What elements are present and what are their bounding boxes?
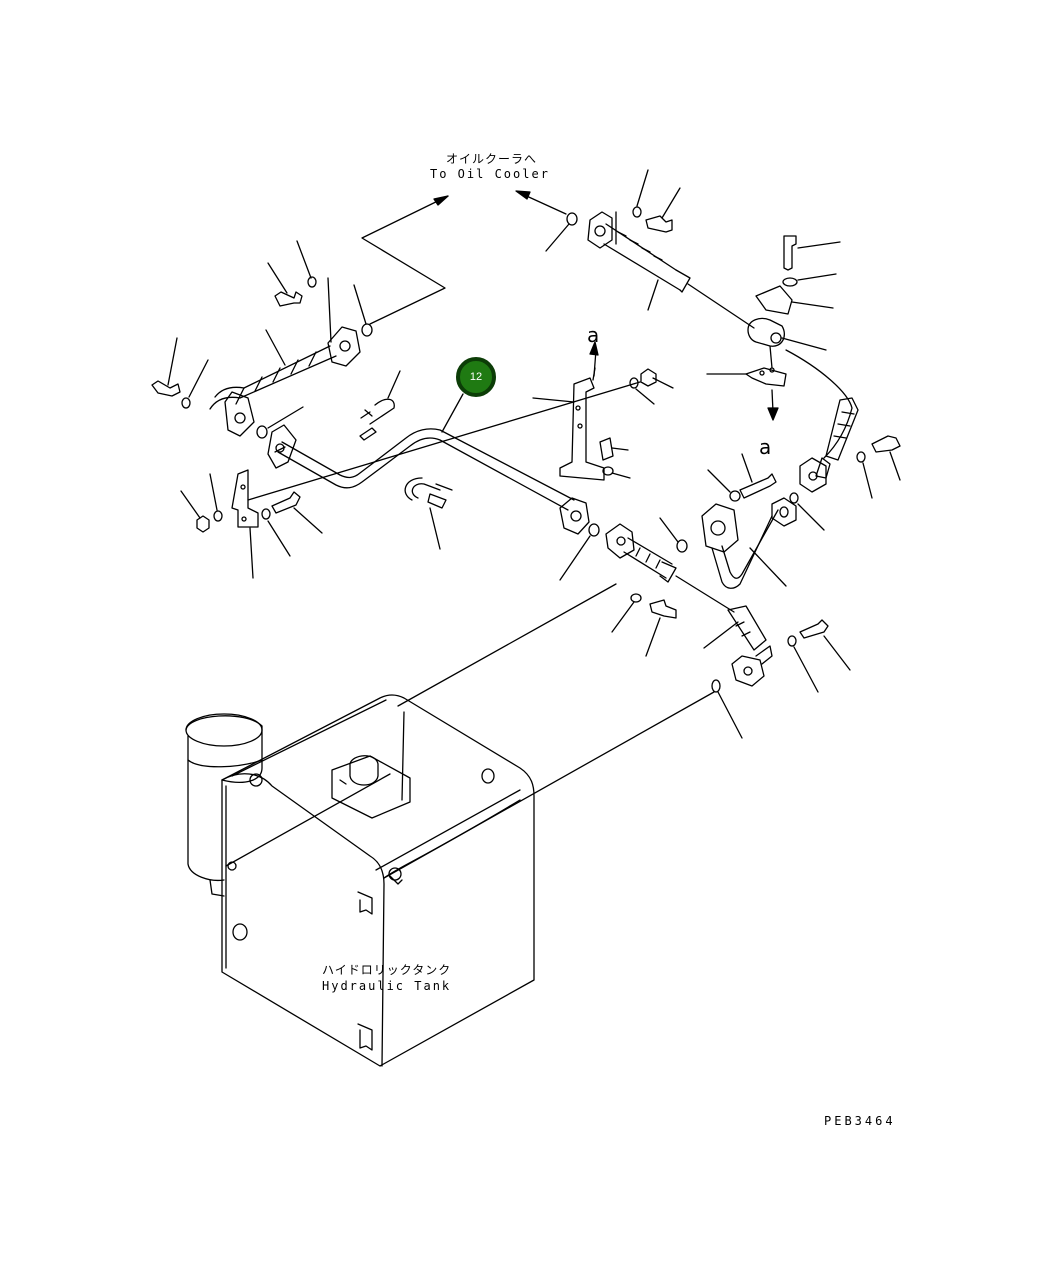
middle-hose: [383, 517, 851, 879]
left-bracket: [180, 469, 323, 579]
tank-label-en: Hydraulic Tank: [322, 979, 452, 993]
right-elbow-fitting: [701, 453, 825, 589]
right-connector-cluster: [706, 235, 841, 421]
u-bolts: [359, 370, 453, 550]
oil-cooler-label-en: To Oil Cooler: [430, 167, 550, 181]
view-letter-a-top: a: [587, 323, 600, 347]
upper-right-hose: [587, 169, 755, 329]
drawing-code: PEB3464: [824, 1114, 896, 1128]
main-pipe: [247, 381, 641, 535]
view-letter-a-bottom: a: [759, 435, 772, 459]
hydraulic-tank: [185, 694, 535, 1067]
tank-label-jp: ハイドロリックタンク: [322, 963, 452, 977]
right-flex-hose: [785, 349, 901, 499]
to-oil-cooler-routing: [353, 190, 578, 337]
oil-cooler-label-jp: オイルクーラへ: [446, 152, 538, 166]
callout-12-badge[interactable]: 12: [456, 357, 496, 397]
center-bracket: [532, 341, 674, 481]
upper-left-hose: [151, 240, 361, 439]
